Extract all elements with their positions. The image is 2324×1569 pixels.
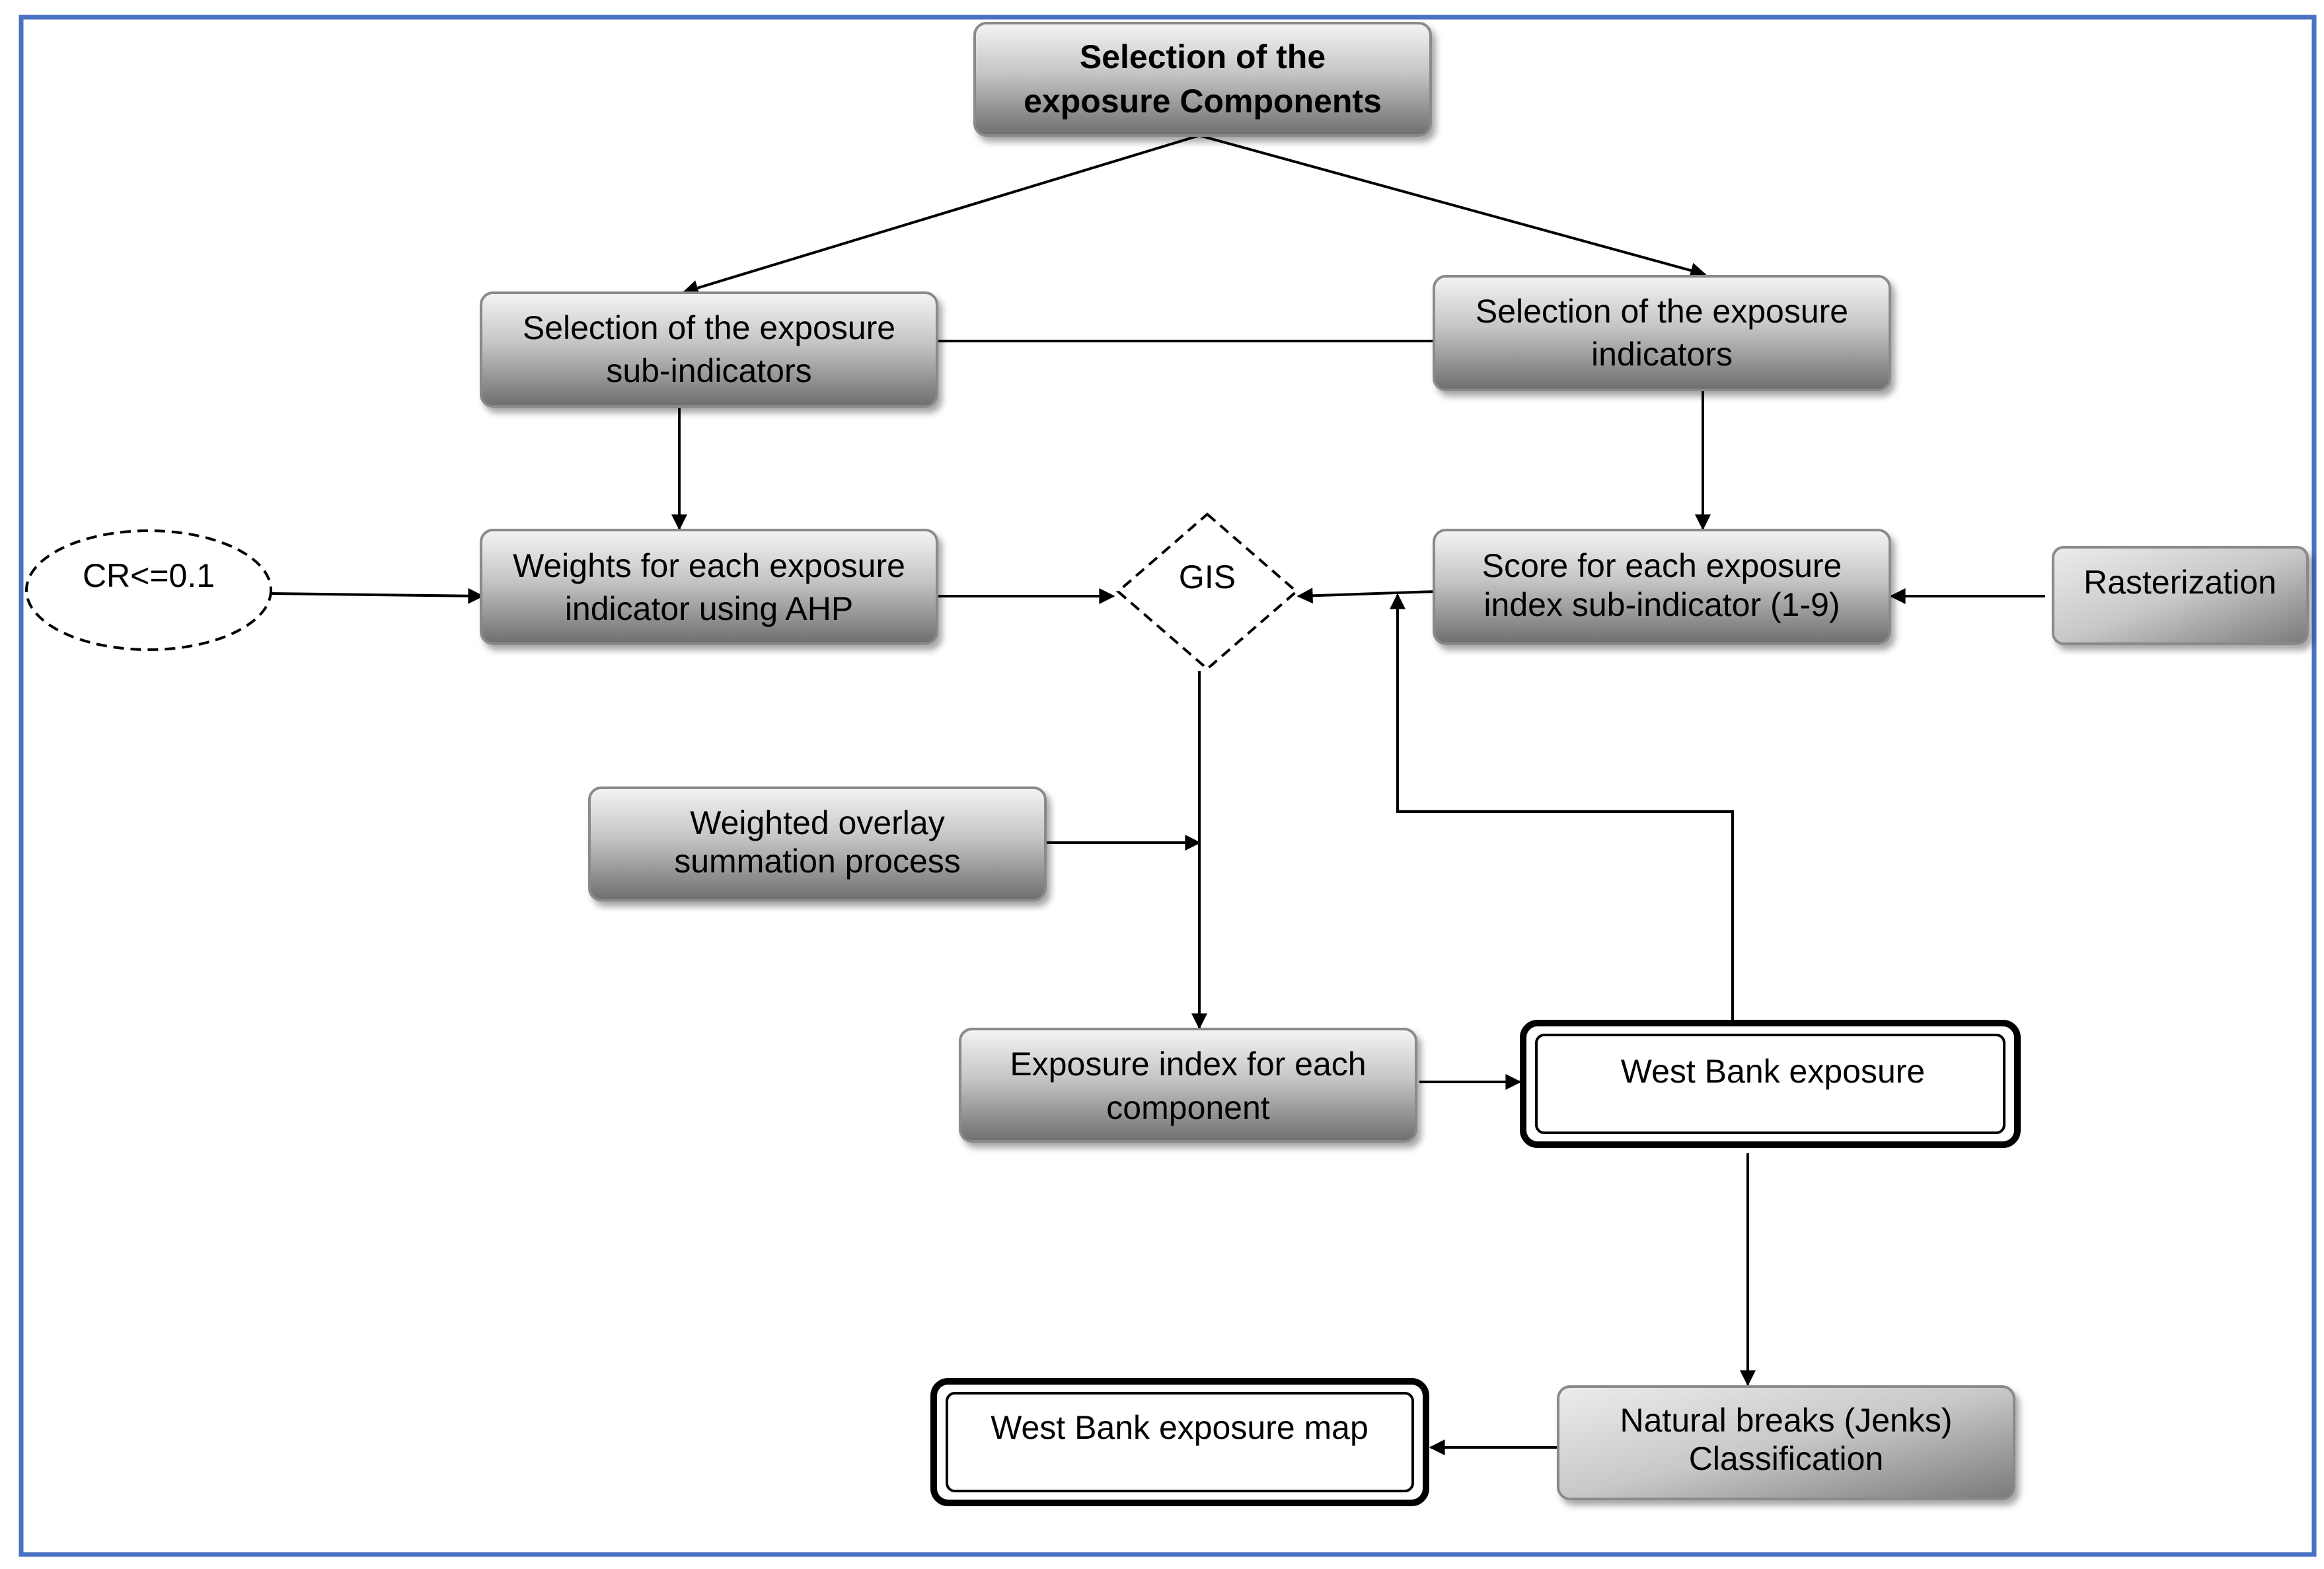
node-jenks: Natural breaks (Jenks) Classification <box>1557 1385 2015 1500</box>
edge-components-to-subindicators <box>682 134 1200 296</box>
node-rasterization-label: Rasterization <box>2083 564 2276 601</box>
node-west-bank-exposure-map-label: West Bank exposure map <box>991 1409 1368 1446</box>
node-score: Score for each exposure index sub-indica… <box>1433 529 1891 645</box>
node-exposure-components-line2: exposure Components <box>1024 83 1382 120</box>
node-west-bank-exposure: West Bank exposure <box>1520 1020 2021 1148</box>
node-west-bank-exposure-label: West Bank exposure <box>1621 1053 1925 1090</box>
node-overlay-line1: Weighted overlay <box>690 804 944 841</box>
node-jenks-line2: Classification <box>1689 1440 1884 1477</box>
node-overlay: Weighted overlay summation process <box>588 786 1047 901</box>
node-exposure-index: Exposure index for each component <box>959 1028 1417 1143</box>
node-sub-indicators-line1: Selection of the exposure <box>523 309 895 346</box>
node-indicators-line2: indicators <box>1591 336 1733 373</box>
outer-frame <box>19 15 2317 1557</box>
node-west-bank-exposure-map: West Bank exposure map <box>930 1378 1429 1506</box>
edge-feedback-loop <box>1390 593 1734 1028</box>
node-weights-line1: Weights for each exposure <box>513 547 905 584</box>
node-sub-indicators: Selection of the exposure sub-indicators <box>480 291 938 408</box>
node-gis: GIS <box>1115 512 1299 671</box>
node-weights: Weights for each exposure indicator usin… <box>480 529 938 645</box>
node-cr: CR<=0.1 <box>25 529 272 651</box>
node-rasterization: Rasterization <box>2052 546 2309 645</box>
edge-cr-to-weights <box>270 588 484 604</box>
node-indicators: Selection of the exposure indicators <box>1433 275 1891 391</box>
node-exposure-components-line1: Selection of the <box>1080 38 1326 75</box>
node-sub-indicators-line2: sub-indicators <box>606 352 811 389</box>
edge-components-to-indicators <box>1199 134 1707 278</box>
edges <box>270 134 2045 1455</box>
node-overlay-line2: summation process <box>674 843 961 880</box>
node-exposure-components: Selection of the exposure Components <box>973 22 1432 137</box>
node-score-line1: Score for each exposure <box>1482 547 1842 584</box>
node-weights-line2: indicator using AHP <box>565 590 853 627</box>
node-gis-label: GIS <box>1179 558 1236 595</box>
node-jenks-line1: Natural breaks (Jenks) <box>1620 1402 1953 1439</box>
node-indicators-line1: Selection of the exposure <box>1476 293 1848 330</box>
node-score-line2: index sub-indicator (1-9) <box>1483 586 1840 623</box>
node-exposure-index-line2: component <box>1106 1089 1269 1126</box>
node-cr-label: CR<=0.1 <box>83 557 215 594</box>
node-exposure-index-line1: Exposure index for each <box>1010 1046 1366 1083</box>
edge-score-to-gis <box>1296 588 1436 604</box>
